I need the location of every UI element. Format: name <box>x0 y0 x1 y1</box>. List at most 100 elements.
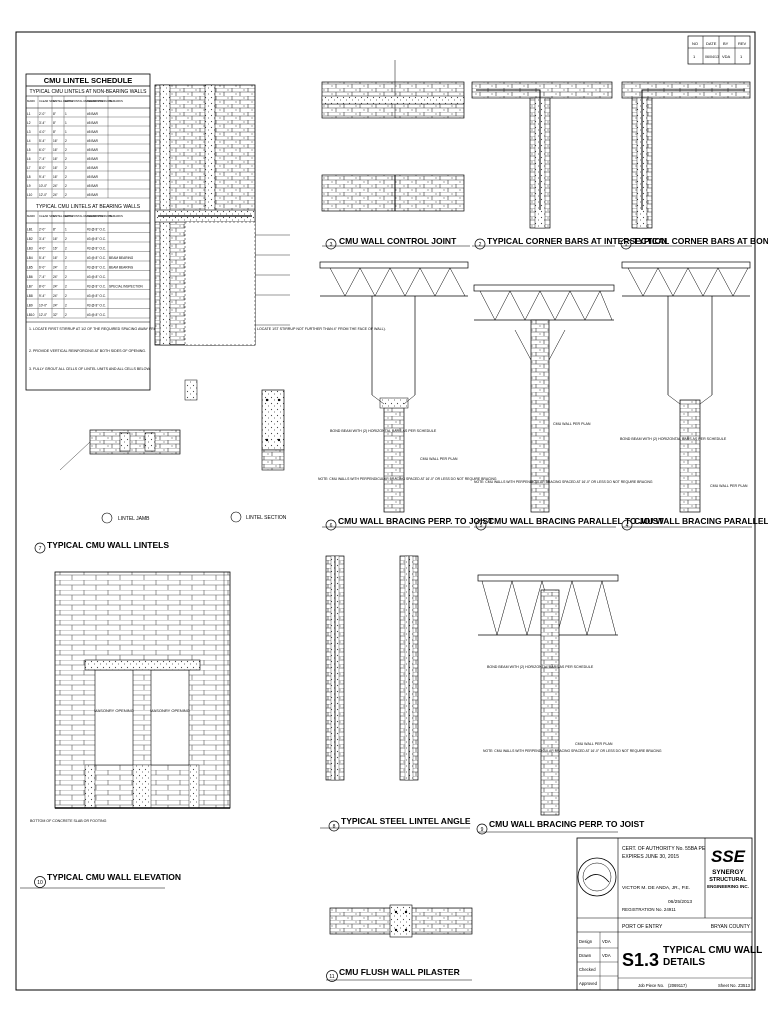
bond-beam-note-9: BOND BEAM WITH (2) HORIZONTAL BARS AS PE… <box>487 665 594 669</box>
schedule-cell: L10 <box>27 193 33 197</box>
engineer-name: VICTOR M. DE ANDA, JR., P.E. <box>622 885 690 891</box>
rev-rev: 1 <box>740 54 743 59</box>
schedule-cell: 24" <box>53 184 58 188</box>
detail-6-bracing-perp <box>320 262 470 527</box>
schedule-cell: 2 <box>65 237 67 241</box>
bracing-note-5: NOTE: CMU WALLS WITH PERPENDICULAR BRACI… <box>474 480 653 484</box>
detail-5-bracing-parallel <box>474 285 616 527</box>
title-block: SSE SYNERGY STRUCTURAL ENGINEERING INC. … <box>577 838 762 990</box>
lintel-jamb-detail: LINTEL JAMB <box>60 430 180 523</box>
schedule-cell: L1 <box>27 112 31 116</box>
schedule-cell: 7'-4" <box>39 157 45 161</box>
project-name: PORT OF ENTRY <box>622 924 663 930</box>
schedule-cell: 6'-0" <box>39 266 45 270</box>
cmu-wall-note-5: CMU WALL PER PLAN <box>553 422 591 426</box>
schedule-header-cell: MARK <box>27 99 35 103</box>
schedule-cell: 24" <box>53 285 58 289</box>
schedule-cell: 16" <box>53 175 58 179</box>
schedule-cell: 10'-0" <box>39 304 47 308</box>
detail-10-title: TYPICAL CMU WALL ELEVATION <box>47 872 181 882</box>
detail-8-title: TYPICAL STEEL LINTEL ANGLE <box>341 816 471 826</box>
schedule-cell: 2 <box>65 175 67 179</box>
detail-7-title: TYPICAL CMU WALL LINTELS <box>47 540 169 550</box>
schedule-cell: LB9 <box>27 304 33 308</box>
schedule-cell: #3 @ 8" O.C. <box>87 275 106 279</box>
schedule-cell: 16" <box>53 139 58 143</box>
schedule-cell: 16" <box>53 247 58 251</box>
schedule-cell: 2'-0" <box>39 228 45 232</box>
detail-2-corner-intersection <box>472 82 615 246</box>
schedule-cell: 2 <box>65 275 67 279</box>
schedule-header-cell: MARK <box>27 214 35 218</box>
sheet-no-label: Sheet No. <box>718 983 737 988</box>
schedule-cell: L9 <box>27 184 31 188</box>
schedule-cell: LB10 <box>27 313 35 317</box>
schedule-bearing-title: TYPICAL CMU LINTELS AT BEARING WALLS <box>36 204 141 210</box>
schedule-note-3: 3. FULLY GROUT ALL CELLS OF LINTEL UNITS… <box>29 367 151 371</box>
detail-6-num: 6 <box>330 523 333 529</box>
schedule-header-cell: REMARKS <box>109 214 123 218</box>
detail-8-steel-lintel <box>320 556 470 828</box>
design-value: VDA <box>602 939 611 944</box>
schedule-nonbearing-title: TYPICAL CMU LINTELS AT NON-BEARING WALLS <box>30 89 148 95</box>
schedule-cell: L3 <box>27 130 31 134</box>
detail-6-title: CMU WALL BRACING PERP. TO JOIST <box>338 516 494 526</box>
schedule-cell: 8'-0" <box>39 166 45 170</box>
schedule-cell: 1 <box>65 121 67 125</box>
bracing-note-9: NOTE: CMU WALLS WITH PERPENDICULAR BRACI… <box>483 749 662 753</box>
cmu-wall-note-6: CMU WALL PER PLAN <box>420 457 458 461</box>
design-label: Design <box>579 939 593 944</box>
schedule-cell: 2 <box>65 256 67 260</box>
schedule-cell: #5 BAR <box>87 148 99 152</box>
lintel-section-detail: LINTEL SECTION <box>185 380 287 522</box>
schedule-cell: 2 <box>65 193 67 197</box>
schedule-cell: 32" <box>53 313 58 317</box>
schedule-cell: 2 <box>65 304 67 308</box>
firm-name-3: ENGINEERING INC. <box>707 884 749 889</box>
schedule-cell: 2 <box>65 247 67 251</box>
schedule-cell: 2 <box>65 166 67 170</box>
schedule-cell: #3 @ 8" O.C. <box>87 304 106 308</box>
cert-line-2: EXPIRES JUNE 30, 2015 <box>622 854 679 860</box>
detail-3-num: 3 <box>330 242 333 248</box>
schedule-cell: #5 BAR <box>87 184 99 188</box>
detail-1-corner-bond-beams <box>622 82 752 246</box>
approved-label: Approved <box>579 981 598 986</box>
schedule-cell: 2 <box>65 285 67 289</box>
rev-header-date: DATE <box>706 41 717 46</box>
schedule-cell: L7 <box>27 166 31 170</box>
registration-no: REGISTRATION No. 24911 <box>622 907 676 912</box>
schedule-cell: BEAM BEARING <box>109 256 134 260</box>
schedule-cell: 4'-0" <box>39 130 45 134</box>
schedule-cell: SPECIAL INSPECTION <box>109 285 143 289</box>
schedule-cell: 12'-0" <box>39 313 47 317</box>
schedule-cell: LB4 <box>27 256 33 260</box>
detail-1-title: TYPICAL CORNER BARS AT BOND BEAMS <box>633 236 768 246</box>
schedule-cell: #5 BAR <box>87 175 99 179</box>
schedule-cell: #5 BAR <box>87 121 99 125</box>
schedule-cell: 24" <box>53 193 58 197</box>
detail-9-num: 9 <box>481 827 484 833</box>
schedule-cell: 16" <box>53 237 58 241</box>
bond-beam-note-4: BOND BEAM WITH (2) HORIZONTAL BARS AS PE… <box>620 437 727 441</box>
detail-4-title: CMU WALL BRACING PARALLEL TO JOIST <box>634 516 768 526</box>
schedule-cell: 2 <box>65 313 67 317</box>
schedule-cell: BEAM BEARING <box>109 266 134 270</box>
drawn-value: VDA <box>602 953 611 958</box>
schedule-cell: L4 <box>27 139 31 143</box>
job-value: (2069117) <box>668 983 687 988</box>
schedule-cell: L5 <box>27 148 31 152</box>
schedule-cell: 2'-0" <box>39 112 45 116</box>
schedule-cell: 3'-4" <box>39 121 45 125</box>
detail-4-num: 4 <box>626 523 629 529</box>
schedule-note-2: 2. PROVIDE VERTICAL REINFORCING AT BOTH … <box>29 349 146 353</box>
schedule-cell: #3 @ 8" O.C. <box>87 266 106 270</box>
schedule-cell: #3 @ 8" O.C. <box>87 285 106 289</box>
schedule-cell: 4'-0" <box>39 247 45 251</box>
schedule-cell: 5'-4" <box>39 139 45 143</box>
schedule-title: CMU LINTEL SCHEDULE <box>44 76 133 85</box>
schedule-cell: 1 <box>65 130 67 134</box>
